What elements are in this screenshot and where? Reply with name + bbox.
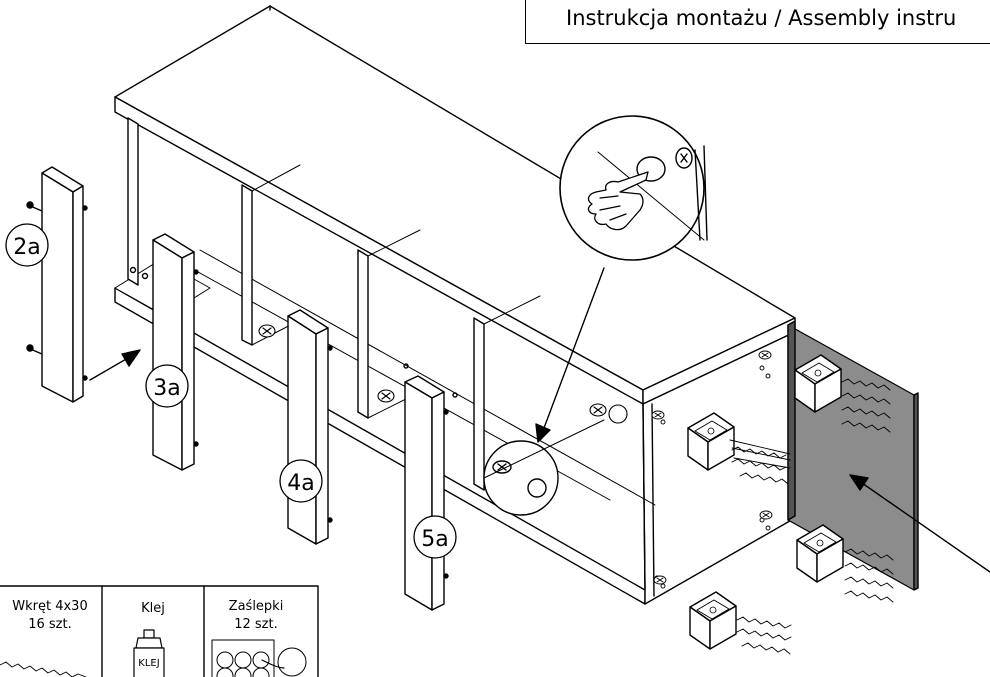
- screw-icon-group: [729, 378, 894, 655]
- step-label-4a: 4a: [279, 459, 323, 503]
- glue-tube-text: KLEJ: [138, 658, 159, 669]
- glue-tube-icon: [133, 629, 165, 677]
- header-title: Instrukcja montażu / Assembly instru: [525, 0, 990, 44]
- cabinet-body: [114, 5, 796, 605]
- foot-back-bottom: [796, 524, 844, 583]
- cap-sheet-icon: [211, 639, 307, 677]
- caps-qty: 12 szt.: [234, 617, 278, 632]
- step-label-5a: 5a: [413, 515, 457, 559]
- hand-press-icon: [587, 171, 649, 231]
- glue-name: Klej: [141, 601, 165, 616]
- arrow-to-back-panel: [849, 474, 990, 573]
- foot-front-bottom: [689, 591, 737, 650]
- caps-name: Zaślepki: [229, 599, 284, 614]
- screw-icon: [0, 661, 87, 677]
- board-4a: [287, 309, 333, 545]
- foot-front-top: [687, 412, 735, 471]
- step-label-5a-text: 5a: [421, 527, 448, 552]
- board-3a: [152, 233, 199, 471]
- arrow-2a-to-3a: [89, 349, 141, 381]
- detail-circle: [559, 115, 708, 261]
- detail-magnifier: [483, 267, 605, 516]
- step-label-3a: 3a: [145, 364, 189, 408]
- side-panel-holes: [651, 350, 773, 589]
- foot-back-top: [794, 354, 842, 413]
- step-label-2a: 2a: [5, 223, 49, 267]
- step-label-2a-text: 2a: [13, 235, 40, 260]
- step-label-3a-text: 3a: [153, 376, 180, 401]
- step-label-4a-text: 4a: [287, 471, 314, 496]
- screws-name: Wkręt 4x30: [12, 599, 87, 614]
- board-2a: [26, 166, 88, 403]
- screws-qty: 16 szt.: [28, 617, 72, 632]
- board-5a: [404, 375, 449, 611]
